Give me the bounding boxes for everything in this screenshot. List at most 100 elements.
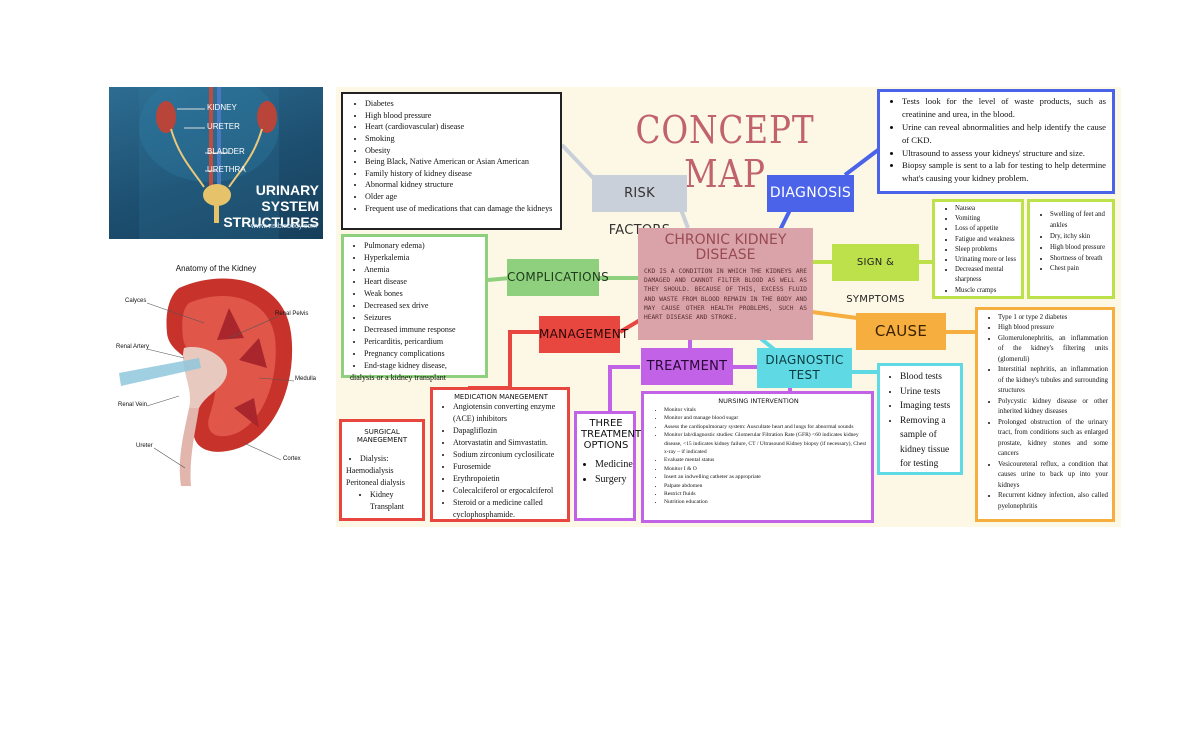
list-item: Sleep problems	[955, 245, 1017, 255]
complications-list: Pulmonary edema) Hyperkalemia Anemia Hea…	[350, 240, 481, 372]
list-item: Pregnancy complications	[364, 348, 481, 360]
list-item: Ultrasound to assess your kidneys' struc…	[902, 147, 1106, 160]
node-complications: COMPLICATIONS	[507, 259, 609, 296]
list-item: Monitor vitals	[664, 406, 867, 414]
list-item: Fatigue and weakness	[955, 235, 1017, 245]
symptoms-box-2: Swelling of feet and ankles Dry, itchy s…	[1027, 199, 1115, 299]
list-item: Anemia	[364, 264, 481, 276]
treatment-options-title-line3: OPTIONS	[583, 440, 629, 451]
list-item: Hyperkalemia	[364, 252, 481, 264]
risk-factors-list: Diabetes High blood pressure Heart (card…	[351, 98, 554, 214]
node-treatment: TREATMENT	[641, 348, 733, 385]
list-item: Chest pain	[1050, 264, 1108, 275]
list-item: Sodium zirconium cyclosilicate	[453, 449, 563, 461]
treatment-options-box: THREE TREATMENT OPTIONS Medicine Surgery	[574, 411, 641, 521]
list-item: Urinating more or less	[955, 255, 1017, 265]
label-calyces: Calyces	[125, 298, 147, 304]
list-item: Decreased immune response	[364, 324, 481, 336]
nursing-title: NURSING INTERVENTION	[718, 397, 799, 405]
kidney-anatomy-image: Anatomy of the Kidney Calyces Renal Pelv…	[109, 258, 323, 488]
symptoms-list-2: Swelling of feet and ankles Dry, itchy s…	[1036, 210, 1108, 275]
list-item: Decreased mental sharpness	[955, 265, 1017, 285]
concept-map-title: CONCEPT MAP	[635, 108, 815, 196]
list-item: Prolonged obstruction of the urinary tra…	[998, 418, 1108, 460]
list-item: Imaging tests	[900, 399, 956, 414]
list-item: Type 1 or type 2 diabetes	[998, 313, 1108, 323]
symptoms-box-1: Nausea Vomiting Loss of appetite Fatigue…	[932, 199, 1024, 299]
node-sign-symptoms: SIGN & SYMPTOMS	[832, 244, 919, 305]
list-item: Dapagliflozin	[453, 425, 563, 437]
diagnosis-list: Tests look for the level of waste produc…	[888, 95, 1106, 185]
list-item: Polycystic kidney disease or other inher…	[998, 397, 1108, 418]
label-medulla: Medulla	[295, 376, 317, 382]
list-item: Medicine	[595, 457, 633, 472]
list-item: Palpate abdomen	[664, 482, 867, 490]
list-item: Seizures	[364, 312, 481, 324]
list-item: Monitor I & O	[664, 465, 867, 473]
surgical-management-box: SURGICAL MANEGEMENT Dialysis: Haemodialy…	[339, 419, 425, 521]
list-item: High blood pressure	[1050, 243, 1108, 254]
list-item: High blood pressure	[998, 323, 1108, 333]
node-diagnostic-test: DIAGNOSTIC TEST	[757, 348, 852, 388]
list-item: Monitor lab/diagnostic studies: Glomerul…	[664, 431, 867, 456]
cause-list-box: Type 1 or type 2 diabetes High blood pre…	[975, 307, 1115, 522]
list-item: Colecalciferol or ergocalciferol	[453, 485, 563, 497]
surgical-title: SURGICAL MANEGEMENT	[356, 428, 408, 444]
list-item: Diabetes	[365, 98, 554, 110]
diagnostic-test-line2: TEST	[788, 368, 821, 382]
list-item: Dry, itchy skin	[1050, 232, 1108, 243]
label-renal-pelvis: Renal Pelvis	[275, 311, 309, 317]
list-item: Pulmonary edema)	[364, 240, 481, 252]
list-item: Heart (cardiovascular) disease	[365, 121, 554, 133]
kidney-cross-section	[119, 278, 295, 486]
list-item: Nutrition education	[664, 498, 867, 506]
surgical-list-2: Kidney Transplant	[346, 489, 418, 513]
list-item: Surgery	[595, 472, 631, 487]
label-kidney: KIDNEY	[207, 103, 237, 112]
list-item: Obesity	[365, 145, 554, 157]
diagnostic-test-line1: DIAGNOSTIC	[765, 353, 844, 367]
label-urethra: URETHRA	[207, 165, 246, 174]
list-item: Assess the cardiopulmonary system: Auscu…	[664, 423, 867, 431]
label-renal-vein: Renal Vein	[118, 402, 148, 408]
list-item: Heart disease	[364, 276, 481, 288]
list-item: Erythropoietin	[453, 473, 563, 485]
center-description: CKD IS A CONDITION IN WHICH THE KIDNEYS …	[644, 268, 807, 322]
list-item: Loss of appetite	[955, 224, 1017, 234]
surgical-list: Dialysis:	[346, 453, 418, 465]
list-item: Evaluate mental status	[664, 456, 867, 464]
list-item: Vomiting	[955, 214, 1017, 224]
list-item: Weak bones	[364, 288, 481, 300]
complications-tail: dialysis or a kidney transplant	[350, 373, 446, 382]
list-item: Older age	[365, 191, 554, 203]
list-item: Steroid or a medicine called cyclophosph…	[453, 497, 563, 521]
risk-factors-list-box: Diabetes High blood pressure Heart (card…	[341, 92, 562, 230]
list-item: Family history of kidney disease	[365, 168, 554, 180]
list-item: Insert an indwelling catheter as appropr…	[664, 473, 867, 481]
list-item: Restrict fluids	[664, 490, 867, 498]
list-item: Nausea	[955, 204, 1017, 214]
list-item: Smoking	[365, 133, 554, 145]
treatment-options-list: Medicine Surgery	[581, 457, 633, 487]
list-item: Biopsy sample is sent to a lab for testi…	[902, 159, 1106, 185]
node-diagnosis: DIAGNOSIS	[767, 175, 854, 212]
list-item: Being Black, Native American or Asian Am…	[365, 156, 554, 168]
cause-list: Type 1 or type 2 diabetes High blood pre…	[984, 313, 1108, 512]
surgical-line3: Peritoneal dialysis	[346, 478, 405, 487]
diagnostic-test-list: Blood tests Urine tests Imaging tests Re…	[886, 370, 956, 472]
list-item: Atorvastatin and Simvastatin.	[453, 437, 563, 449]
list-item: Urine can reveal abnormalities and help …	[902, 121, 1106, 147]
treatment-options-title: THREE TREATMENT OPTIONS	[581, 418, 641, 451]
list-item: Muscle cramps	[955, 286, 1017, 296]
medication-title: MEDICATION MANEGEMENT	[454, 393, 548, 401]
urinary-title: URINARY SYSTEM STRUCTURES	[203, 182, 319, 230]
urinary-title-line1: URINARY SYSTEM	[255, 182, 319, 214]
node-cause: CAUSE	[856, 313, 946, 350]
label-ureter: URETER	[207, 122, 240, 131]
list-item: Frequent use of medications that can dam…	[365, 203, 554, 215]
list-item: Kidney Transplant	[370, 489, 418, 513]
urinary-system-image: KIDNEY URETER BLADDER URETHRA URINARY SY…	[109, 87, 323, 239]
label-renal-artery: Renal Artery	[116, 344, 150, 350]
list-item: Pericarditis, pericardium	[364, 336, 481, 348]
center-title: CHRONIC KIDNEY DISEASE	[644, 233, 807, 263]
